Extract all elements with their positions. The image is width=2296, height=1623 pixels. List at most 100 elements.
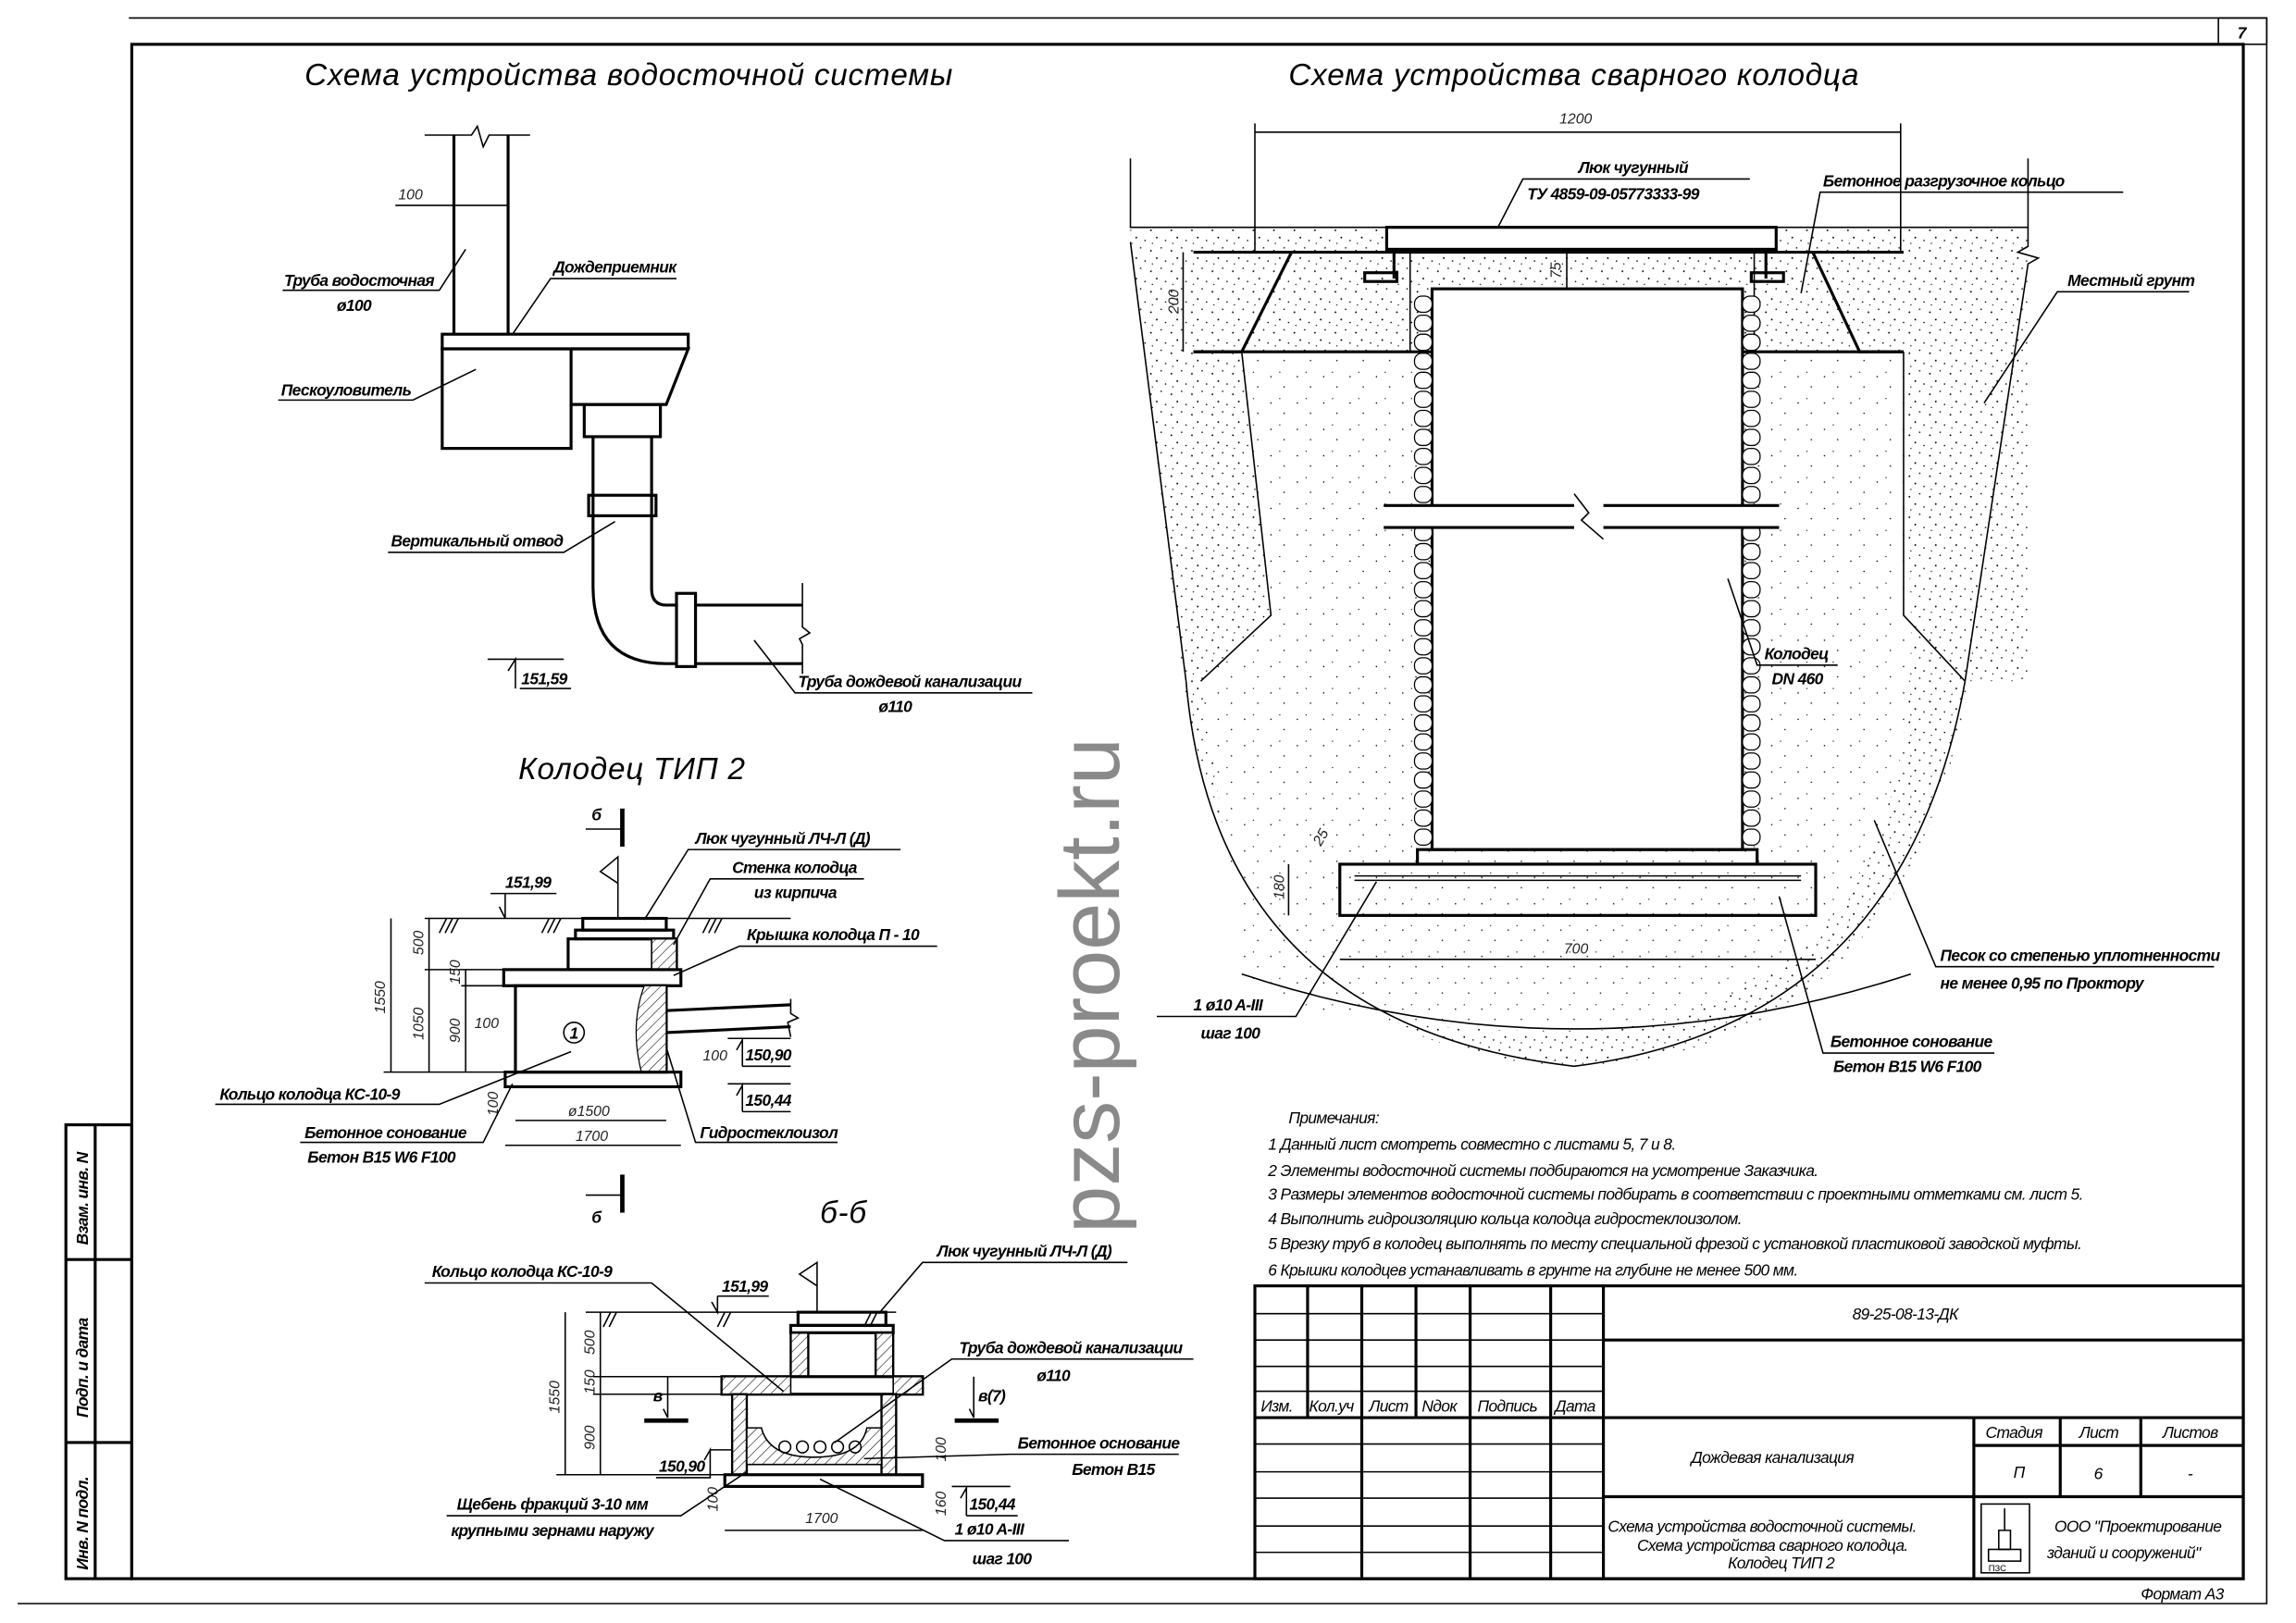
- corrugation-rib: [1413, 733, 1433, 751]
- dim-500: 500: [411, 930, 427, 955]
- dim-1200: 1200: [1559, 111, 1592, 127]
- dim-75: 75: [1549, 262, 1565, 279]
- col-list: Лист: [1368, 1397, 1408, 1416]
- corrugation-rib: [1413, 675, 1433, 694]
- welded-well-diagram: 1200 200 75 180 25 700 Люк чугунный ТУ 4…: [1129, 111, 2221, 1076]
- corrugation-rib: [1413, 562, 1433, 580]
- sec-label-base-1: Бетонное основание: [1018, 1433, 1181, 1452]
- sheet-frame: 7: [17, 17, 2268, 1604]
- corrugation-rib: [1742, 752, 1761, 770]
- corrugation-rib: [1413, 713, 1433, 732]
- corrugation-rib: [1413, 409, 1433, 427]
- sec-dim-500: 500: [582, 1330, 598, 1355]
- section-mark-bottom: б: [591, 1208, 602, 1227]
- sec-label-ring: Кольцо колодца КС-10-9: [432, 1262, 613, 1281]
- corrugation-rib: [1413, 600, 1433, 618]
- corrugation-rib: [1413, 371, 1433, 390]
- dim-100-base: 100: [486, 1092, 502, 1117]
- title-section-bb: б-б: [820, 1196, 867, 1231]
- label-hatch: Люк чугунный ЛЧ-Л (Д): [694, 829, 871, 848]
- col-izm: Изм.: [1260, 1397, 1293, 1416]
- sec-dim-100: 100: [705, 1487, 721, 1512]
- stamp-sign-date: Подп. и дата: [73, 1318, 92, 1419]
- sec-label-gravel-1: Щебень фракций 3-10 мм: [457, 1495, 649, 1514]
- level-151-59: 151,59: [521, 669, 567, 688]
- section-mark-top: б: [591, 805, 602, 824]
- sec-label-rebar-2: шаг 100: [973, 1549, 1033, 1567]
- sec-dim-1550: 1550: [547, 1381, 563, 1413]
- corrugation-rib: [1413, 353, 1433, 370]
- label-relief-ring: Бетонное разгрузочное кольцо: [1823, 171, 2066, 190]
- dim-1550: 1550: [373, 981, 389, 1013]
- sec-label-rebar-1: 1 ø10 A-III: [955, 1520, 1025, 1539]
- sheets-value: -: [2188, 1465, 2193, 1483]
- corrugation-rib: [1742, 695, 1761, 713]
- corrugation-rib: [1742, 447, 1761, 465]
- mark-v: в: [653, 1387, 664, 1406]
- sec-level-151-99: 151,99: [722, 1277, 768, 1295]
- corrugation-rib: [1413, 695, 1433, 713]
- label-sand-1: Песок со степенью уплотненности: [1941, 946, 2221, 964]
- note-item: 3 Размеры элементов водосточной системы …: [1268, 1184, 2083, 1203]
- dim-100-wall: 100: [475, 1016, 500, 1032]
- sec-level-150-44: 150,44: [969, 1495, 1015, 1514]
- corrugation-rib: [1413, 447, 1433, 465]
- corrugation-rib: [1742, 353, 1761, 370]
- label-wall-2: из кирпича: [754, 883, 838, 901]
- label-sand-2: не менее 0,95 по Проктору: [1941, 973, 2145, 992]
- label-base-2: Бетон B15 W6 F100: [1833, 1058, 1982, 1076]
- col-kol-uch: Кол.уч: [1309, 1397, 1355, 1416]
- desc-line-3: Колодец ТИП 2: [1728, 1554, 1835, 1572]
- dim-100: 100: [398, 188, 423, 204]
- corrugation-rib: [1742, 790, 1761, 808]
- sec-label-hatch: Люк чугунный ЛЧ-Л (Д): [936, 1242, 1112, 1260]
- corrugation-rib: [1742, 390, 1761, 408]
- label-vertical-bend: Вертикальный отвод: [391, 532, 564, 551]
- format-label: Формат А3: [2141, 1584, 2224, 1603]
- dim-1050: 1050: [411, 1007, 427, 1039]
- label-downpipe-diam: ø100: [337, 296, 372, 315]
- label-wall-1: Стенка колодца: [732, 858, 858, 876]
- sec-label-gravel-2: крупными зернами наружу: [451, 1521, 655, 1540]
- corrugation-rib: [1742, 713, 1761, 732]
- corrugation-rib: [1413, 333, 1433, 352]
- stamp-replace: Взам. инв. N: [73, 1151, 92, 1245]
- well-type2-diagram: б 1 1550 500 1050 150 900 100 100 100 ø1…: [215, 805, 937, 1227]
- dim-1700: 1700: [576, 1129, 608, 1145]
- corrugation-rib: [1413, 314, 1433, 332]
- corrugation-rib: [1413, 771, 1433, 789]
- label-rain-pipe: Труба дождевой канализации: [798, 673, 1022, 691]
- corrugation-rib: [1413, 657, 1433, 675]
- notes: Примечания: 1 Данный лист смотреть совме…: [1267, 1109, 2083, 1280]
- corrugation-rib: [1413, 809, 1433, 827]
- corrugation-rib: [1742, 619, 1761, 637]
- dim-100-pipe: 100: [702, 1048, 727, 1064]
- drain-system-diagram: 100 Труба водосточная ø100 Дождеприемник…: [278, 124, 1033, 715]
- corrugation-rib: [1742, 486, 1761, 503]
- corrugation-rib: [1413, 390, 1433, 408]
- corrugation-rib: [1413, 466, 1433, 485]
- level-150-44: 150,44: [745, 1091, 791, 1109]
- corrugation-rib: [1413, 619, 1433, 637]
- project-name: Дождевая канализация: [1690, 1448, 1855, 1467]
- desc-line-1: Схема устройства водосточной системы.: [1607, 1517, 1916, 1535]
- label-cover: Крышка колодца П - 10: [747, 925, 920, 944]
- label-hatch-1: Люк чугунный: [1577, 158, 1689, 177]
- corrugation-rib: [1413, 638, 1433, 656]
- dim-180: 180: [1272, 874, 1288, 899]
- corrugation-rib: [1742, 428, 1761, 447]
- corrugation-rib: [1742, 466, 1761, 485]
- company-line-2: зданий и сооружений": [2046, 1543, 2202, 1562]
- corrugation-rib: [1742, 600, 1761, 618]
- label-base-2: Бетон B15 W6 F100: [307, 1148, 456, 1167]
- corrugation-rib: [1742, 314, 1761, 332]
- desc-line-2: Схема устройства сварного колодца.: [1637, 1536, 1908, 1555]
- title-welded-well: Схема устройства сварного колодца: [1288, 58, 1859, 93]
- title-well-type2: Колодец ТИП 2: [518, 752, 746, 787]
- dim-900: 900: [448, 1018, 464, 1043]
- sec-dim-150: 150: [582, 1369, 598, 1394]
- dim-700: 700: [1564, 941, 1589, 957]
- doc-code: 89-25-08-13-ДК: [1853, 1305, 1961, 1323]
- position-1: 1: [570, 1023, 578, 1042]
